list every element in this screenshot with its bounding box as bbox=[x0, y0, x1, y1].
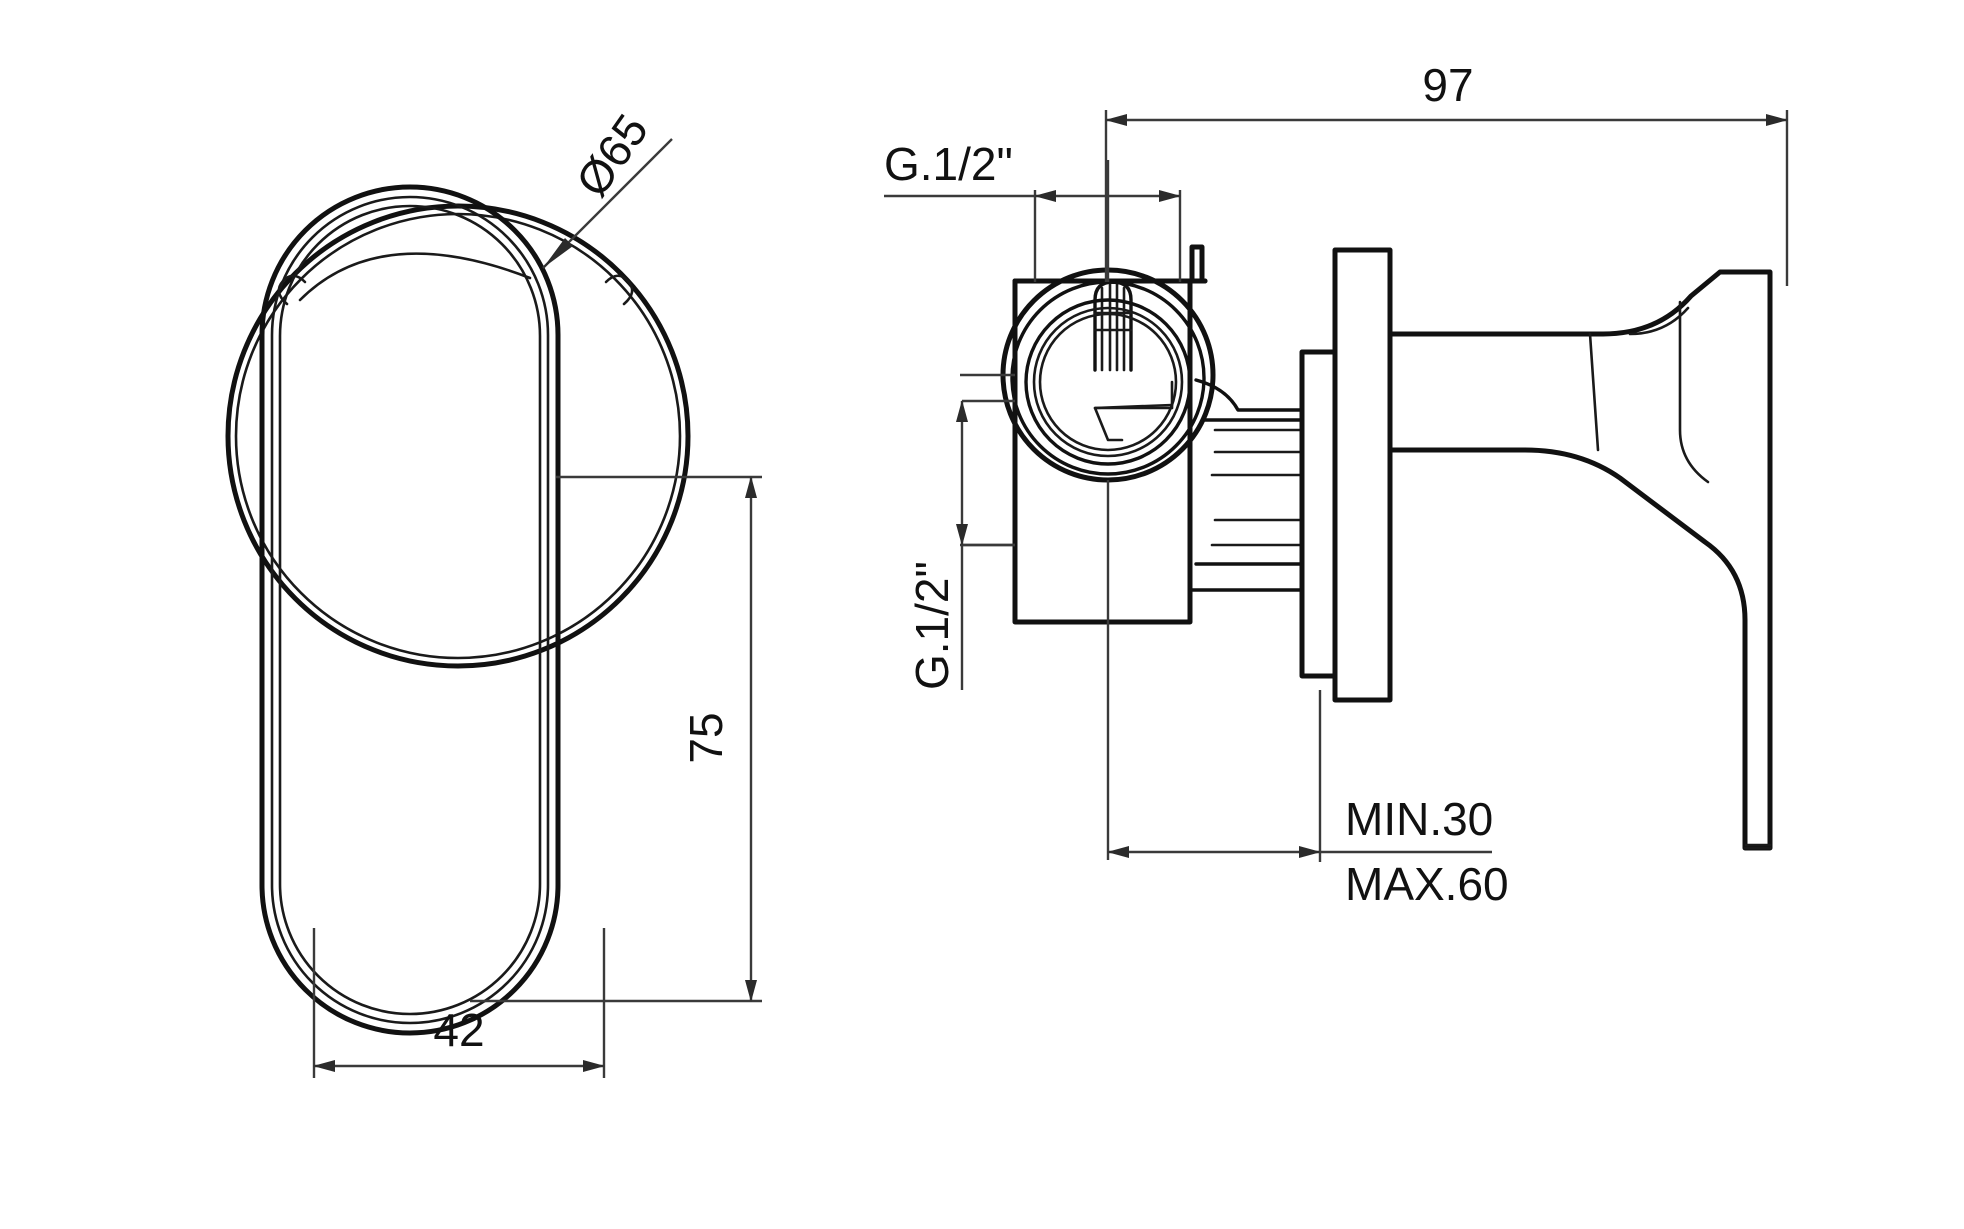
dimension-label-g-half-top: G.1/2" bbox=[884, 138, 1013, 190]
dimension-97: 97 bbox=[1104, 59, 1789, 286]
dimension-label-75: 75 bbox=[680, 712, 732, 763]
dimension-label-97: 97 bbox=[1422, 59, 1473, 111]
cartridge-circle-assembly bbox=[1000, 267, 1216, 483]
lever-top-highlight bbox=[298, 252, 532, 302]
lever-handle-profile bbox=[1387, 269, 1773, 851]
lever-handle-outline bbox=[259, 184, 561, 1036]
dimension-label-diameter-65: Ø65 bbox=[566, 105, 658, 206]
mounting-hub bbox=[1299, 349, 1338, 679]
escutcheon-fixing-boss-right bbox=[604, 274, 634, 306]
dimension-label-42: 42 bbox=[433, 1004, 484, 1056]
dimension-label-g-half-side: G.1/2" bbox=[906, 561, 958, 690]
dimension-g-half-side: G.1/2" bbox=[906, 399, 1015, 690]
dimension-label-max60: MAX.60 bbox=[1345, 858, 1509, 910]
dimension-diameter-65: Ø65 bbox=[542, 105, 673, 269]
side-section-view: 97 G.1/2" G.1/2" bbox=[884, 59, 1789, 910]
dimension-75: 75 bbox=[470, 475, 762, 1003]
front-elevation-view: 75 42 Ø65 bbox=[225, 105, 762, 1078]
dimension-g-half-top: G.1/2" bbox=[884, 138, 1182, 282]
top-inlet-nipple bbox=[1093, 280, 1133, 372]
valve-neck bbox=[1188, 378, 1302, 592]
dimension-42: 42 bbox=[312, 928, 606, 1078]
dimension-label-min30: MIN.30 bbox=[1345, 793, 1493, 845]
dimension-wall-depth-range: MIN.30 MAX.60 bbox=[1106, 660, 1509, 910]
cover-plate-profile bbox=[1332, 247, 1393, 703]
